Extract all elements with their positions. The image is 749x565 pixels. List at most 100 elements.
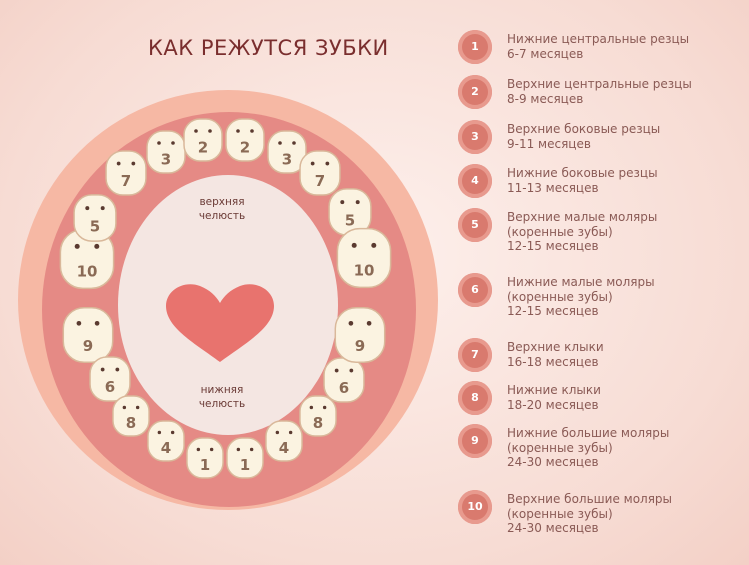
tooth-upper-6: 2	[225, 118, 265, 162]
tooth-eye	[278, 141, 282, 145]
tooth-body	[105, 150, 147, 196]
legend-line: (коренные зубы)	[507, 440, 613, 455]
tooth-eye	[115, 367, 120, 372]
lower-jaw-label-line2: челюсть	[199, 398, 245, 410]
tooth-eye	[194, 129, 198, 133]
tooth-body	[62, 306, 114, 364]
tooth-upper-2: 5	[73, 194, 117, 242]
legend-line: Нижние боковые резцы	[507, 166, 658, 180]
legend-line: Верхние боковые резцы	[507, 122, 661, 136]
tooth-number: 9	[355, 337, 365, 355]
tooth-lower-2: 6	[89, 356, 131, 402]
tooth-lower-6: 1	[226, 437, 264, 479]
tooth-eye	[371, 242, 377, 248]
tooth-eye	[100, 206, 105, 211]
tooth-number: 6	[339, 379, 349, 397]
legend-line: 9-11 месяцев	[507, 136, 591, 151]
tooth-eye	[116, 161, 121, 166]
tooth-number: 2	[198, 138, 208, 156]
legend-number-badge: 5	[458, 208, 492, 242]
tooth-number: 3	[282, 150, 292, 168]
tooth-eye	[309, 405, 314, 410]
tooth-upper-1: 10	[59, 228, 115, 290]
legend-line: Нижние центральные резцы	[507, 32, 690, 46]
legend-line: 12-15 месяцев	[507, 304, 599, 318]
legend-line: Нижние большие моляры	[507, 426, 670, 440]
tooth-lower-7: 4	[265, 420, 303, 462]
tooth-eye	[348, 320, 354, 326]
tooth-eye	[94, 320, 100, 326]
tooth-upper-7: 3	[267, 130, 307, 174]
legend-line: (коренные зубы)	[507, 224, 613, 239]
tooth-upper-3: 7	[105, 150, 147, 196]
heart-icon	[166, 284, 274, 362]
tooth-lower-10: 9	[334, 306, 386, 364]
legend-line: Верхние клыки	[507, 340, 604, 354]
legend-line: 11-13 месяцев	[507, 180, 599, 195]
legend-line: (коренные зубы)	[507, 289, 613, 304]
tooth-eye	[170, 430, 175, 435]
tooth-body	[299, 150, 341, 196]
legend-number-badge: 10	[458, 490, 492, 524]
legend-line: Верхние центральные резцы	[507, 77, 692, 91]
lower-jaw-label-line1: нижняя	[201, 384, 244, 396]
legend-line: 16-18 месяцев	[507, 354, 599, 369]
upper-jaw-label-line1: верхняя	[199, 196, 244, 208]
tooth-body	[73, 194, 117, 242]
tooth-eye	[94, 243, 100, 249]
tooth-eye	[250, 129, 254, 133]
tooth-lower-5: 1	[186, 437, 224, 479]
legend-number-badge: 9	[458, 424, 492, 458]
legend-number-badge: 3	[458, 120, 492, 154]
legend-line: 18-20 месяцев	[507, 397, 599, 412]
tooth-number: 8	[126, 414, 136, 432]
tooth-number: 1	[200, 456, 210, 474]
tooth-eye	[85, 206, 90, 211]
legend-line: 8-9 месяцев	[507, 91, 584, 106]
tooth-body	[265, 420, 303, 462]
tooth-number: 10	[354, 261, 375, 279]
legend-line: Верхние малые моляры	[507, 210, 658, 224]
legend-number-badge: 8	[458, 381, 492, 415]
tooth-upper-8: 7	[299, 150, 341, 196]
tooth-body	[89, 356, 131, 402]
tooth-number: 10	[77, 262, 98, 280]
legend-number-badge: 7	[458, 338, 492, 372]
tooth-eye	[334, 368, 339, 373]
tooth-eye	[100, 367, 105, 372]
legend-number-badge: 4	[458, 164, 492, 198]
tooth-number: 2	[240, 138, 250, 156]
tooth-number: 4	[161, 439, 171, 457]
legend-text: Нижние большие моляры(коренные зубы)24-3…	[507, 426, 747, 470]
tooth-eye	[208, 129, 212, 133]
tooth-eye	[310, 161, 315, 166]
legend-text: Верхние большие моляры(коренные зубы)24-…	[507, 492, 747, 536]
tooth-eye	[236, 447, 241, 452]
tooth-eye	[275, 430, 280, 435]
legend-line: 6-7 месяцев	[507, 46, 584, 61]
tooth-upper-5: 2	[183, 118, 223, 162]
tooth-number: 1	[240, 456, 250, 474]
legend-line: Нижние клыки	[507, 383, 601, 397]
tooth-number: 5	[345, 212, 355, 230]
tooth-lower-1: 9	[62, 306, 114, 364]
tooth-eye	[196, 447, 201, 452]
tooth-body	[334, 306, 386, 364]
tooth-body	[226, 437, 264, 479]
tooth-body	[186, 437, 224, 479]
legend-line: (коренные зубы)	[507, 506, 613, 521]
tooth-eye	[74, 243, 80, 249]
tooth-eye	[135, 405, 140, 410]
tooth-eye	[122, 405, 127, 410]
legend-text: Верхние малые моляры(коренные зубы)12-15…	[507, 210, 747, 254]
page-title: КАК РЕЖУТСЯ ЗУБКИ	[148, 36, 389, 60]
tooth-body	[299, 395, 337, 437]
tooth-eye	[249, 447, 254, 452]
tooth-number: 9	[83, 337, 93, 355]
